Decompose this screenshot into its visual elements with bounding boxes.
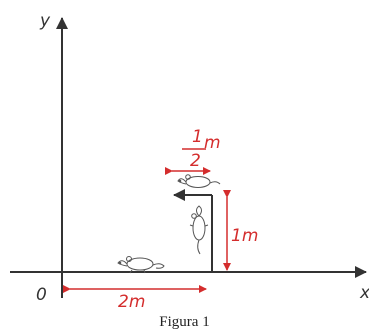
half-unit: m [204, 133, 221, 153]
mouse-icon [177, 174, 221, 188]
x-axis-label: x [359, 283, 369, 303]
dimension-2m-label: 2m [118, 292, 145, 310]
dimension-1m-label: 1m [231, 226, 258, 246]
mouse-icon [117, 256, 165, 274]
diagram-canvas: y x 0 2m 1m 1 m 2 [10, 11, 369, 310]
mouse-icon [189, 205, 209, 255]
figure-caption: Figura 1 [159, 314, 210, 330]
half-numerator: 1 [192, 127, 203, 147]
half-denominator: 2 [190, 151, 201, 171]
y-axis-label: y [39, 11, 51, 31]
origin-label: 0 [36, 285, 47, 305]
